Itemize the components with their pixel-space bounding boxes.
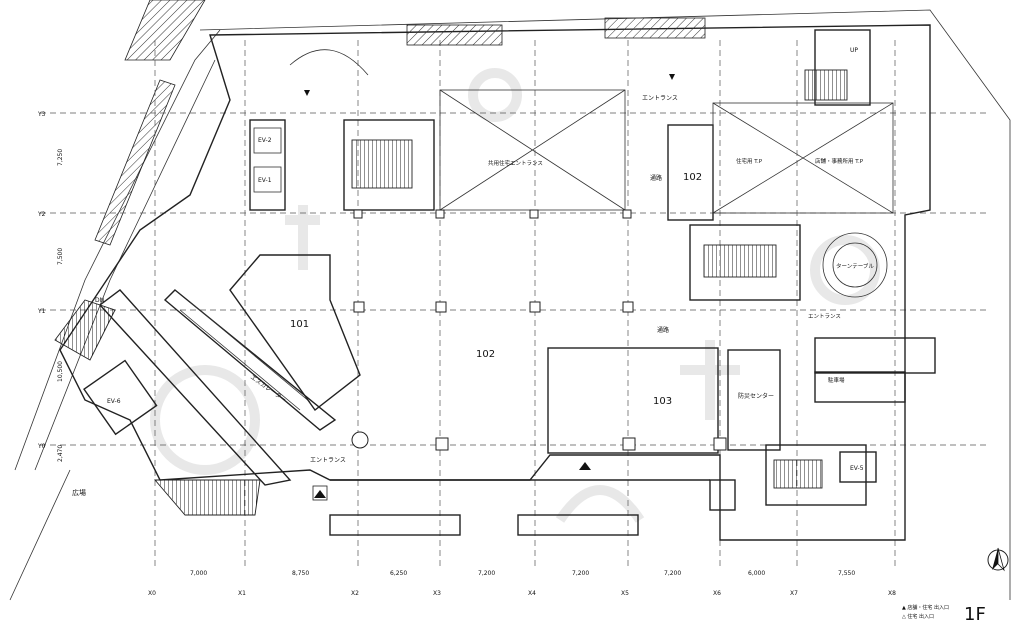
grid-x3-label: X3 [433,590,441,597]
x-dim-7: 6,000 [748,570,765,577]
cores [54,29,877,516]
y-dim-2: 7,500 [57,248,64,265]
up-label: UP [850,47,858,54]
dn-label: DN [95,297,104,304]
corridor-right-label: 通路 [650,174,662,182]
entrance-right-label: エントランス [808,313,841,320]
grid-y1-label: Y1 [37,308,46,315]
ev2-label: EV-2 [258,137,272,144]
entrance-bottom-label: エントランス [310,457,346,464]
grid-x1-label: X1 [238,590,246,597]
x-dim-1: 7,000 [190,570,207,577]
grid-y3-label: Y3 [37,111,46,118]
grid-x2-label: X2 [351,590,359,597]
room-103-label: 103 [653,396,672,407]
entrance-markers [304,74,675,501]
room-102-right-label: 102 [683,172,702,183]
turntable-label: ターンテーブル [836,262,874,270]
y-dim-3: 10,500 [57,361,64,382]
floor-label: 1F [964,604,986,624]
grid-x4-label: X4 [528,590,536,597]
corridor-mid-label: 通路 [657,326,669,334]
room-101-label: 101 [290,319,309,330]
north-arrow-icon [987,547,1009,572]
escalator [83,289,337,486]
grid-x7-label: X7 [790,590,798,597]
columns [351,209,727,451]
ev1-label: EV-1 [258,177,272,184]
building-outline [59,17,931,541]
x-dim-3: 6,250 [390,570,407,577]
grid-x5-label: X5 [621,590,629,597]
room-102-main-label: 102 [476,349,495,360]
ev6-label: EV-6 [107,398,121,405]
tp-shop-label: 店舗・事務所用 T.P [815,157,864,165]
grid-y2-label: Y2 [37,211,46,218]
grid-x8-label: X8 [888,590,896,597]
room-outlines [229,49,936,454]
ev5-label: EV-5 [850,465,864,472]
entrance-top-label: エントランス [642,95,678,102]
x-dim-2: 8,750 [292,570,309,577]
x-dim-8: 7,550 [838,570,855,577]
legend-line-2: △ 住宅 出入口 [902,613,934,620]
residential-entrance-label: 共用住宅エントランス [488,159,543,167]
x-dim-4: 7,200 [478,570,495,577]
y-dim-1: 7,250 [57,149,64,166]
plaza-label: 広場 [72,488,86,497]
y-dim-4: 2,470 [57,445,64,462]
grid-axis-labels: X0 X1 X2 X3 X4 X5 X6 X7 X8 Y3 Y2 Y1 Y0 7… [37,111,896,597]
parking-label: 駐車場 [828,376,845,384]
x-dim-6: 7,200 [664,570,681,577]
grid-x0-label: X0 [148,590,156,597]
x-dim-5: 7,200 [572,570,589,577]
grid-y0-label: Y0 [37,443,46,450]
tp-res-label: 住宅用 T.P [736,157,763,165]
bosai-center-label: 防災センター [738,392,774,400]
legend-line-1: ▲ 店舗・住宅 出入口 [902,604,949,611]
watermark [150,68,880,523]
grid-x6-label: X6 [713,590,721,597]
